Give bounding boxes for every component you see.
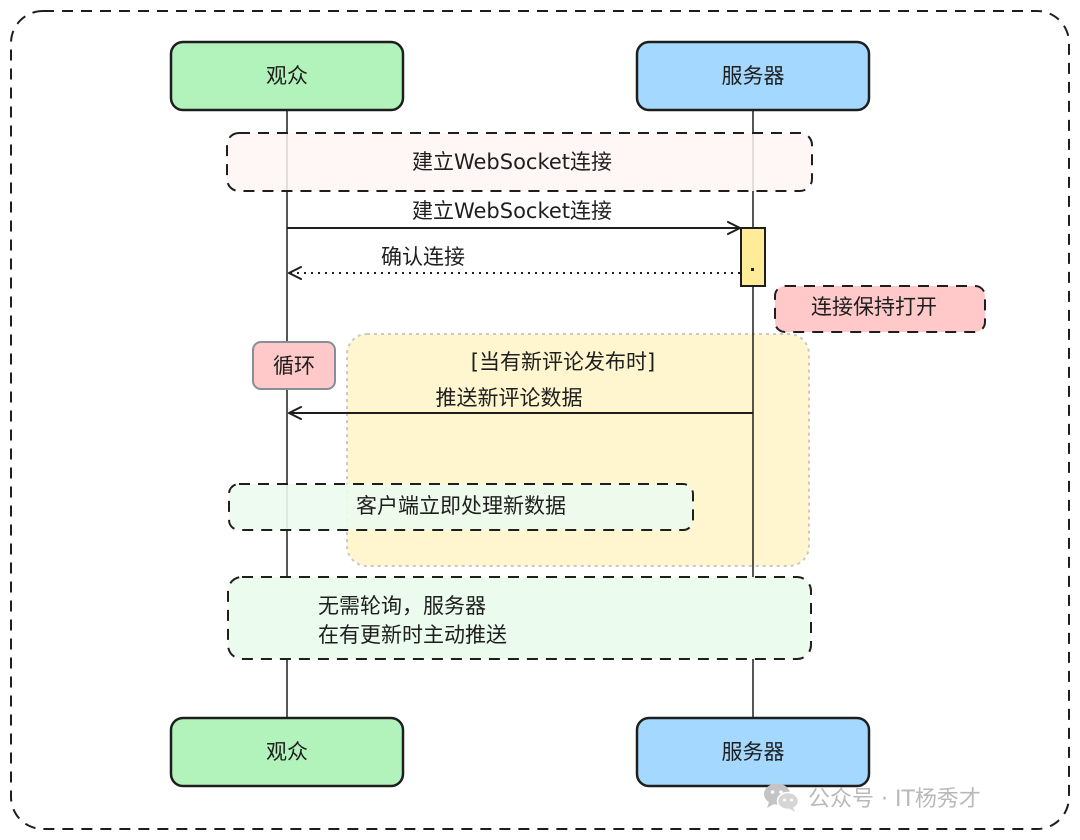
viewer-box-bottom (169, 716, 405, 788)
client-process-note-label: 客户端立即处理新数据 (356, 494, 566, 518)
viewer-box-top (169, 40, 405, 112)
ack-message-label: 确认连接 (381, 245, 465, 269)
no-polling-note-label: 无需轮询，服务器 在有更新时主动推送 (318, 594, 507, 647)
viewer-label-top: 观众 (266, 64, 308, 88)
server-label-bottom: 服务器 (721, 740, 785, 764)
server-box-top (635, 40, 871, 112)
no-polling-note (227, 576, 812, 660)
outer-frame (10, 10, 1070, 830)
server-activation (740, 227, 766, 287)
wechat-icon (764, 783, 800, 812)
server-box-bottom (635, 716, 871, 788)
activation-dot (751, 268, 754, 271)
loop-tag-label: 循环 (273, 354, 315, 378)
establish-note-label: 建立WebSocket连接 (411, 150, 613, 174)
loop-tag (252, 341, 336, 390)
server-label-top: 服务器 (721, 64, 785, 88)
viewer-label-bottom: 观众 (266, 740, 308, 764)
connect-message-label: 建立WebSocket连接 (411, 199, 613, 223)
loop-condition-label: [当有新评论发布时] (470, 350, 656, 374)
watermark: 公众号 · IT杨秀才 (762, 781, 981, 813)
client-process-note (228, 483, 694, 531)
watermark-text: 公众号 · IT杨秀才 (808, 787, 981, 812)
keep-open-note (774, 285, 986, 333)
establish-note (226, 132, 813, 192)
push-message-label: 推送新评论数据 (435, 386, 583, 410)
keep-open-note-label: 连接保持打开 (811, 295, 937, 319)
